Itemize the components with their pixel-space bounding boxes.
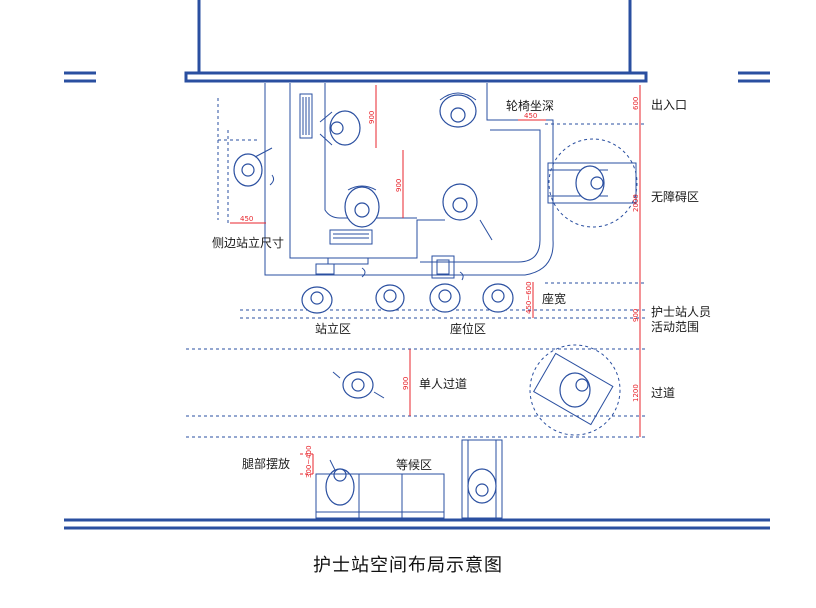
label-corridor: 过道: [651, 386, 675, 400]
waiting-sofa: [315, 473, 445, 519]
wheelchairs: [461, 138, 638, 519]
seated-visitor-1: [429, 283, 461, 313]
label-seat-width: 座宽: [542, 291, 566, 306]
person-at-entrance: [439, 92, 477, 128]
wheelchair-waiting: [461, 439, 503, 519]
wheelchair-corridor: [529, 344, 621, 436]
dimension-lines: [230, 85, 641, 475]
seated-visitor-2: [482, 283, 514, 313]
diagram-title: 护士站空间布局示意图: [313, 555, 503, 576]
staff-side-standing: [233, 147, 273, 187]
staff-seated-center: [344, 185, 380, 228]
label-waiting-zone: 等候区: [396, 458, 432, 472]
dim-d-900-a: 900: [368, 111, 376, 124]
dim-d-450-wheelchair: 450: [524, 112, 537, 120]
dimension-values: 600 2000 900 1200 900 900 450 450 450~60…: [240, 97, 640, 478]
wheelchair-accessible-zone: [547, 138, 638, 228]
dim-d-2000: 2000: [632, 194, 640, 212]
dim-d-300-400: 300~400: [305, 445, 313, 478]
label-entrance: 出入口: [651, 98, 687, 112]
label-staff-zone-line2: 活动范围: [651, 320, 699, 334]
label-wheelchair-depth: 轮椅坐深: [506, 99, 554, 113]
dim-d-900-staff: 900: [632, 309, 640, 322]
standing-visitor-2: [375, 284, 405, 312]
people: [233, 92, 514, 506]
label-accessible-zone: 无障碍区: [651, 189, 699, 204]
dim-d-1200: 1200: [632, 384, 640, 402]
workstation-equipment: [269, 93, 464, 281]
nurse-station-counter: [264, 83, 554, 279]
staff-seated-corner: [442, 183, 493, 241]
label-seating-zone: 座位区: [450, 321, 486, 336]
walking-person: [332, 371, 385, 399]
zone-labels: 出入口 无障碍区 护士站人员 活动范围 过道 轮椅坐深 侧边站立尺寸 座宽 站立…: [212, 98, 711, 472]
waiting-person: [325, 459, 355, 506]
standing-visitor-1: [301, 286, 333, 314]
label-side-standing: 侧边站立尺寸: [212, 235, 284, 250]
label-staff-zone-line1: 护士站人员: [651, 305, 711, 319]
dim-d-450-side: 450: [240, 215, 253, 223]
label-single-passage: 单人过道: [419, 377, 467, 391]
label-standing-zone: 站立区: [315, 321, 351, 336]
dim-d-900-passage: 900: [402, 377, 410, 390]
dim-d-450-600: 450~600: [525, 281, 533, 314]
staff-seated-upper: [319, 110, 361, 146]
dim-d-600: 600: [632, 97, 640, 110]
label-leg-room: 腿部摆放: [242, 456, 290, 471]
dim-d-900-b: 900: [395, 179, 403, 192]
building-walls: [64, 0, 770, 530]
